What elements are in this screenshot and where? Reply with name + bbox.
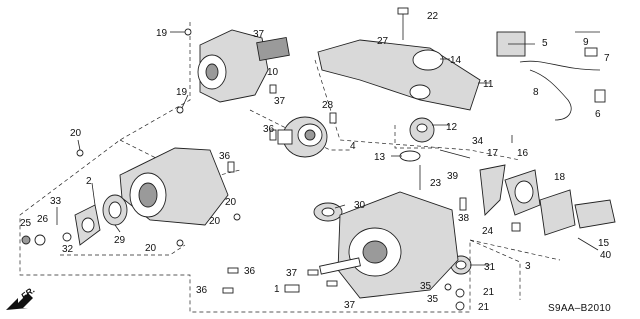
callout-25: 25 bbox=[20, 218, 32, 229]
callout-19b: 19 bbox=[176, 87, 188, 98]
callout-35b: 35 bbox=[427, 294, 439, 305]
companion-flange-part bbox=[277, 116, 328, 158]
callout-6: 6 bbox=[595, 109, 601, 120]
callout-36d: 36 bbox=[196, 285, 208, 296]
callout-40: 40 bbox=[600, 250, 612, 261]
callout-33: 33 bbox=[50, 196, 62, 207]
callout-7: 7 bbox=[604, 53, 610, 64]
callout-26: 26 bbox=[37, 214, 49, 225]
callout-28: 28 bbox=[322, 100, 334, 111]
callout-37a: 37 bbox=[253, 29, 265, 40]
callout-19a: 19 bbox=[156, 28, 168, 39]
callout-39: 39 bbox=[447, 171, 459, 182]
diff-mount-housing-part bbox=[197, 29, 290, 103]
extension-housing-part bbox=[119, 147, 229, 226]
diagram-code: S9AA–B2010 bbox=[548, 303, 611, 314]
differential-assembly-part bbox=[319, 191, 459, 299]
callout-21b: 21 bbox=[478, 302, 490, 313]
assembly-outline-lines bbox=[19, 22, 561, 313]
callout-9: 9 bbox=[583, 37, 589, 48]
callout-37d: 37 bbox=[344, 300, 356, 311]
callout-14: 14 bbox=[450, 55, 462, 66]
callout-8: 8 bbox=[533, 87, 539, 98]
callout-15: 15 bbox=[598, 238, 610, 249]
callout-10: 10 bbox=[267, 67, 279, 78]
callout-20a: 20 bbox=[70, 128, 82, 139]
callout-37b: 37 bbox=[274, 96, 286, 107]
callout-17: 17 bbox=[487, 148, 499, 159]
front-direction-label: FR. bbox=[19, 285, 37, 302]
callout-24: 24 bbox=[482, 226, 494, 237]
callout-36c: 36 bbox=[244, 266, 256, 277]
callout-22: 22 bbox=[427, 11, 439, 22]
callout-13: 13 bbox=[374, 152, 386, 163]
hardware-bolts bbox=[76, 7, 599, 311]
callout-1: 1 bbox=[274, 284, 280, 295]
callout-11: 11 bbox=[483, 79, 494, 90]
callout-36a: 36 bbox=[263, 124, 275, 135]
callout-20b: 20 bbox=[225, 197, 237, 208]
front-direction-arrow bbox=[6, 293, 33, 310]
callout-20c: 20 bbox=[145, 243, 157, 254]
leader-lines bbox=[56, 31, 600, 266]
crossmember-part bbox=[317, 39, 481, 111]
callout-16: 16 bbox=[517, 148, 529, 159]
callout-36b: 36 bbox=[219, 151, 231, 162]
callout-32: 32 bbox=[62, 244, 74, 255]
callout-31: 31 bbox=[484, 262, 496, 273]
callout-21a: 21 bbox=[483, 287, 495, 298]
breather-hose-parts bbox=[496, 31, 606, 121]
callout-37c: 37 bbox=[286, 268, 298, 279]
seal-ring-parts bbox=[21, 194, 472, 275]
mount-bushing-parts bbox=[399, 117, 435, 162]
callout-numbers: 1 2 3 4 5 6 7 8 9 10 11 12 13 14 15 16 1… bbox=[20, 11, 612, 313]
callout-3: 3 bbox=[525, 261, 531, 272]
callout-38: 38 bbox=[458, 213, 470, 224]
callout-29: 29 bbox=[114, 235, 126, 246]
callout-30: 30 bbox=[354, 200, 366, 211]
callout-35a: 35 bbox=[420, 281, 432, 292]
callout-2: 2 bbox=[86, 176, 92, 187]
mount-bracket-parts bbox=[479, 164, 616, 236]
callout-12: 12 bbox=[446, 122, 458, 133]
callout-20d: 20 bbox=[209, 216, 221, 227]
callout-27: 27 bbox=[377, 36, 389, 47]
callout-4: 4 bbox=[350, 141, 356, 152]
callout-23: 23 bbox=[430, 178, 442, 189]
callout-5: 5 bbox=[542, 38, 548, 49]
callout-18: 18 bbox=[554, 172, 566, 183]
callout-34: 34 bbox=[472, 136, 484, 147]
